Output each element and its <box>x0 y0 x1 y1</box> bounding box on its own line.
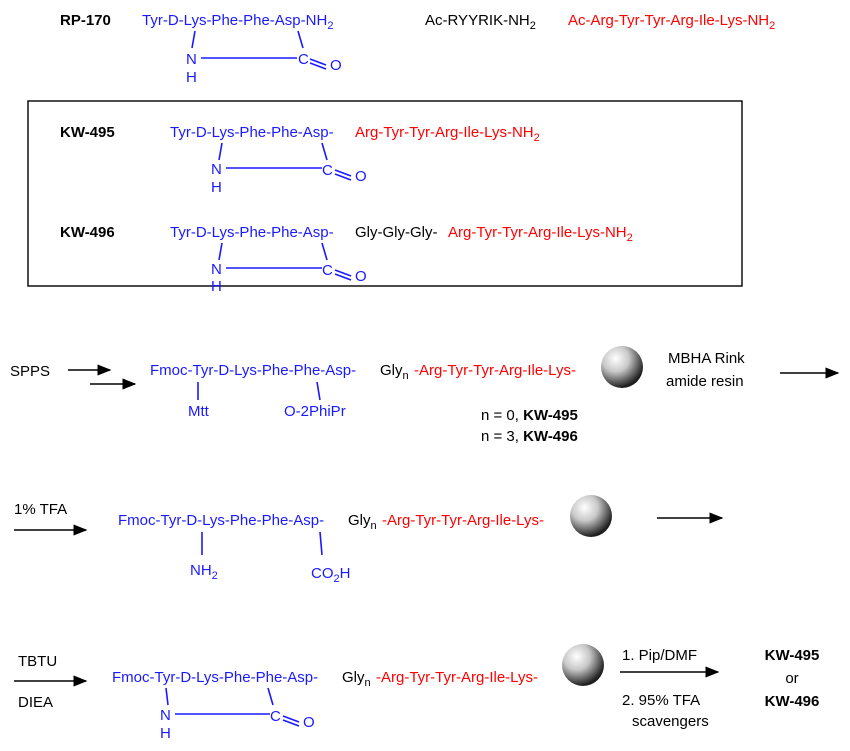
kw495-h: H <box>211 179 222 196</box>
ac-ryyrik: Ac-RYYRIK-NH2 <box>425 12 536 32</box>
kw496-seq-blue: Tyr-D-Lys-Phe-Phe-Asp- <box>170 224 334 241</box>
co2h-label: CO2H <box>311 565 350 585</box>
rp170-o: O <box>330 57 342 74</box>
step2-gly: Glyn <box>348 512 377 532</box>
tbtu-label: TBTU <box>18 653 57 670</box>
step1-seq-red: -Arg-Tyr-Tyr-Arg-Ile-Lys- <box>414 362 576 379</box>
resin-label-line2: amide resin <box>666 373 744 390</box>
kw496-seq-red: Arg-Tyr-Tyr-Arg-Ile-Lys-NH2 <box>448 224 633 244</box>
kw496-seq-gly: Gly-Gly-Gly- <box>355 224 438 241</box>
step3-n: N <box>160 707 171 724</box>
kw495-c: C <box>322 162 333 179</box>
kw495-seq-red: Arg-Tyr-Tyr-Arg-Ile-Lys-NH2 <box>355 124 540 144</box>
diea-label: DIEA <box>18 694 53 711</box>
step3-h: H <box>160 725 171 742</box>
rp170-label: RP-170 <box>60 12 111 29</box>
step1-gly: Glyn <box>380 362 409 382</box>
kw496-structure: KW-496 Tyr-D-Lys-Phe-Phe-Asp- Gly-Gly-Gl… <box>60 224 633 295</box>
kw495-structure: KW-495 Tyr-D-Lys-Phe-Phe-Asp- Arg-Tyr-Ty… <box>60 124 540 196</box>
ac-arg-tyr-sequence: Ac-Arg-Tyr-Tyr-Arg-Ile-Lys-NH2 <box>568 12 775 32</box>
step1-seq-blue: Fmoc-Tyr-D-Lys-Phe-Phe-Asp- <box>150 362 356 379</box>
kw496-o: O <box>355 268 367 285</box>
kw496-n: N <box>211 261 222 278</box>
spps-label: SPPS <box>10 363 50 380</box>
highlight-box <box>27 100 743 287</box>
step2-seq-red: -Arg-Tyr-Tyr-Arg-Ile-Lys- <box>382 512 544 529</box>
kw495-label: KW-495 <box>60 124 115 141</box>
step3-cyclization: TBTU DIEA Fmoc-Tyr-D-Lys-Phe-Phe-Asp- Gl… <box>14 644 819 742</box>
step3-o: O <box>303 714 315 731</box>
kw496-h: H <box>211 278 222 295</box>
step2-seq-blue: Fmoc-Tyr-D-Lys-Phe-Phe-Asp- <box>118 512 324 529</box>
step1-spps: SPPS Fmoc-Tyr-D-Lys-Phe-Phe-Asp- Glyn -A… <box>10 346 840 445</box>
rp170-structure: RP-170 Tyr-D-Lys-Phe-Phe-Asp-NH2 N H C O <box>60 12 342 86</box>
kw495-seq-blue: Tyr-D-Lys-Phe-Phe-Asp- <box>170 124 334 141</box>
step3-c: C <box>270 708 281 725</box>
tfa-label: 1% TFA <box>14 501 67 518</box>
rp170-c: C <box>298 51 309 68</box>
resin-bead-icon <box>562 644 604 686</box>
rp170-n: N <box>186 51 197 68</box>
step2-tfa: 1% TFA Fmoc-Tyr-D-Lys-Phe-Phe-Asp- Glyn … <box>14 495 724 585</box>
product-kw495: KW-495 <box>765 647 820 664</box>
n0-note: n = 0, KW-495 <box>481 407 578 424</box>
step3-seq-blue: Fmoc-Tyr-D-Lys-Phe-Phe-Asp- <box>112 669 318 686</box>
co2h-bond <box>319 531 323 556</box>
kw495-n: N <box>211 161 222 178</box>
o2phipr-bond <box>316 381 321 401</box>
resin-bead-icon <box>601 346 643 388</box>
o2phipr-label: O-2PhiPr <box>284 403 346 420</box>
pip-dmf-label: 1. Pip/DMF <box>622 647 697 664</box>
step3-gly: Glyn <box>342 669 371 689</box>
rp170-h: H <box>186 69 197 86</box>
rp170-asp-bond <box>297 30 304 49</box>
product-kw496: KW-496 <box>765 693 820 710</box>
resin-bead-icon <box>570 495 612 537</box>
mtt-label: Mtt <box>188 403 210 420</box>
kw496-c: C <box>322 262 333 279</box>
nh2-label: NH2 <box>190 562 218 582</box>
or-label: or <box>785 670 798 687</box>
kw495-o: O <box>355 168 367 185</box>
rp170-sequence: Tyr-D-Lys-Phe-Phe-Asp-NH2 <box>142 12 333 32</box>
kw496-label: KW-496 <box>60 224 115 241</box>
n3-note: n = 3, KW-496 <box>481 428 578 445</box>
scavengers-label: scavengers <box>632 713 709 730</box>
step3-seq-red: -Arg-Tyr-Tyr-Arg-Ile-Lys- <box>376 669 538 686</box>
resin-label-line1: MBHA Rink <box>668 350 745 367</box>
rp170-lys-bond <box>191 30 196 49</box>
tfa95-label: 2. 95% TFA <box>622 692 700 709</box>
